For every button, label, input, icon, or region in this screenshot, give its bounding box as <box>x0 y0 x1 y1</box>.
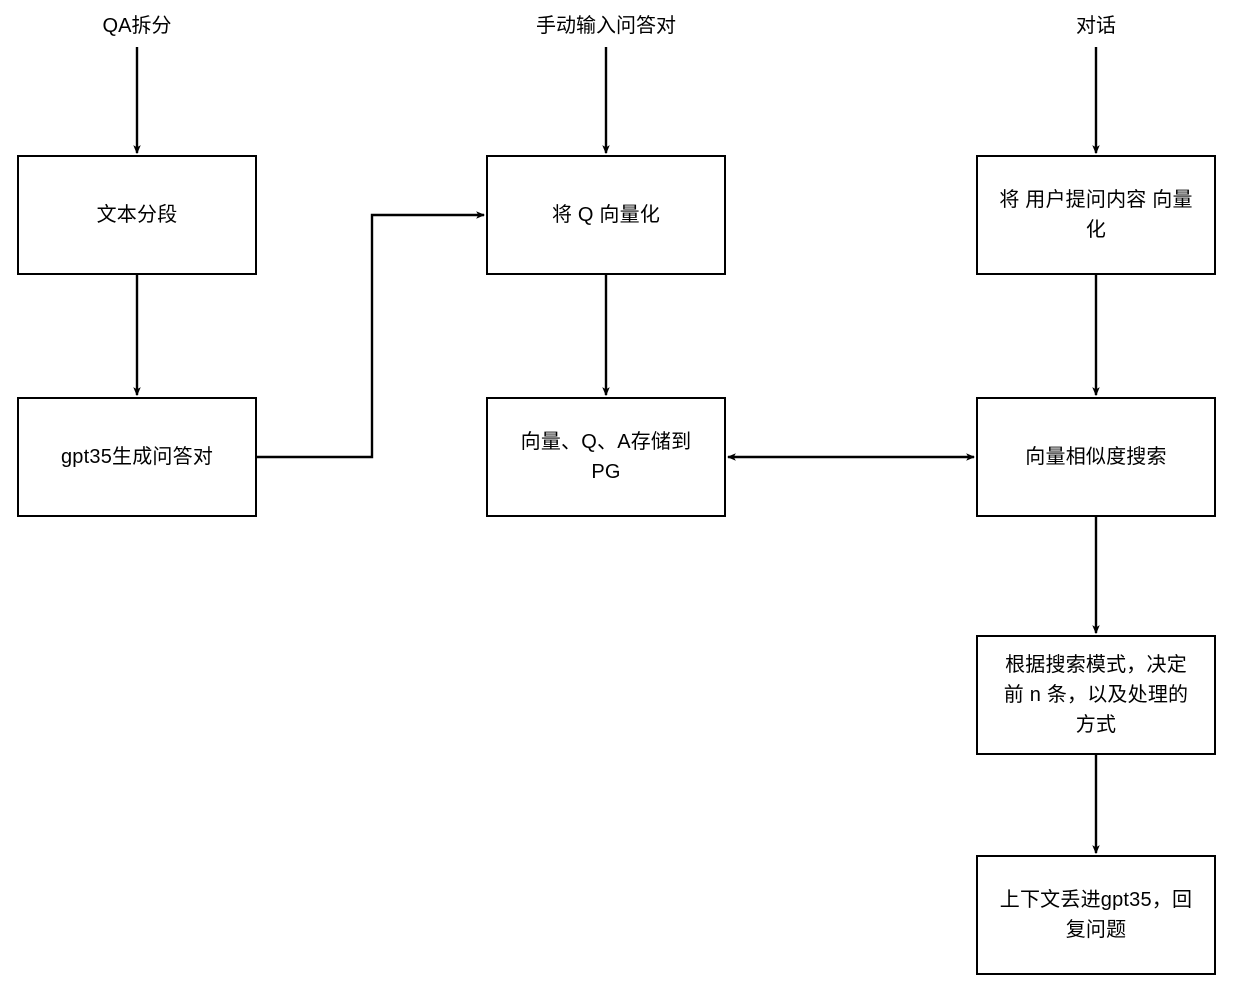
node-decide-top-n[interactable]: 根据搜索模式，决定 前 n 条，以及处理的 方式 <box>976 635 1216 755</box>
node-decide-top-n-label: 根据搜索模式，决定 前 n 条，以及处理的 方式 <box>1003 654 1189 736</box>
connector-gpt35-to-vectorize-q <box>257 211 486 459</box>
node-text-chunking[interactable]: 文本分段 <box>17 155 257 275</box>
node-text-chunking-label: 文本分段 <box>96 204 178 226</box>
edge-label-conversation: 对话 <box>1076 15 1116 37</box>
node-vectorize-q[interactable]: 将 Q 向量化 <box>486 155 726 275</box>
node-gpt35-generate-qa-label: gpt35生成问答对 <box>60 446 214 468</box>
node-store-to-pg-label: 向量、Q、A存储到 PG <box>520 431 692 483</box>
edge-label-manual-input: 手动输入问答对 <box>536 15 676 37</box>
node-vectorize-user-query[interactable]: 将 用户提问内容 向量 化 <box>976 155 1216 275</box>
node-vectorize-user-query-label: 将 用户提问内容 向量 化 <box>999 189 1193 241</box>
node-vector-similarity-search-label: 向量相似度搜索 <box>1025 446 1167 468</box>
node-vectorize-q-label: 将 Q 向量化 <box>551 204 661 226</box>
edge-label-qa-split: QA拆分 <box>102 15 172 37</box>
node-context-to-gpt35[interactable]: 上下文丢进gpt35，回 复问题 <box>976 855 1216 975</box>
node-vector-similarity-search[interactable]: 向量相似度搜索 <box>976 397 1216 517</box>
node-store-to-pg[interactable]: 向量、Q、A存储到 PG <box>486 397 726 517</box>
node-gpt35-generate-qa[interactable]: gpt35生成问答对 <box>17 397 257 517</box>
node-context-to-gpt35-label: 上下文丢进gpt35，回 复问题 <box>999 889 1193 941</box>
